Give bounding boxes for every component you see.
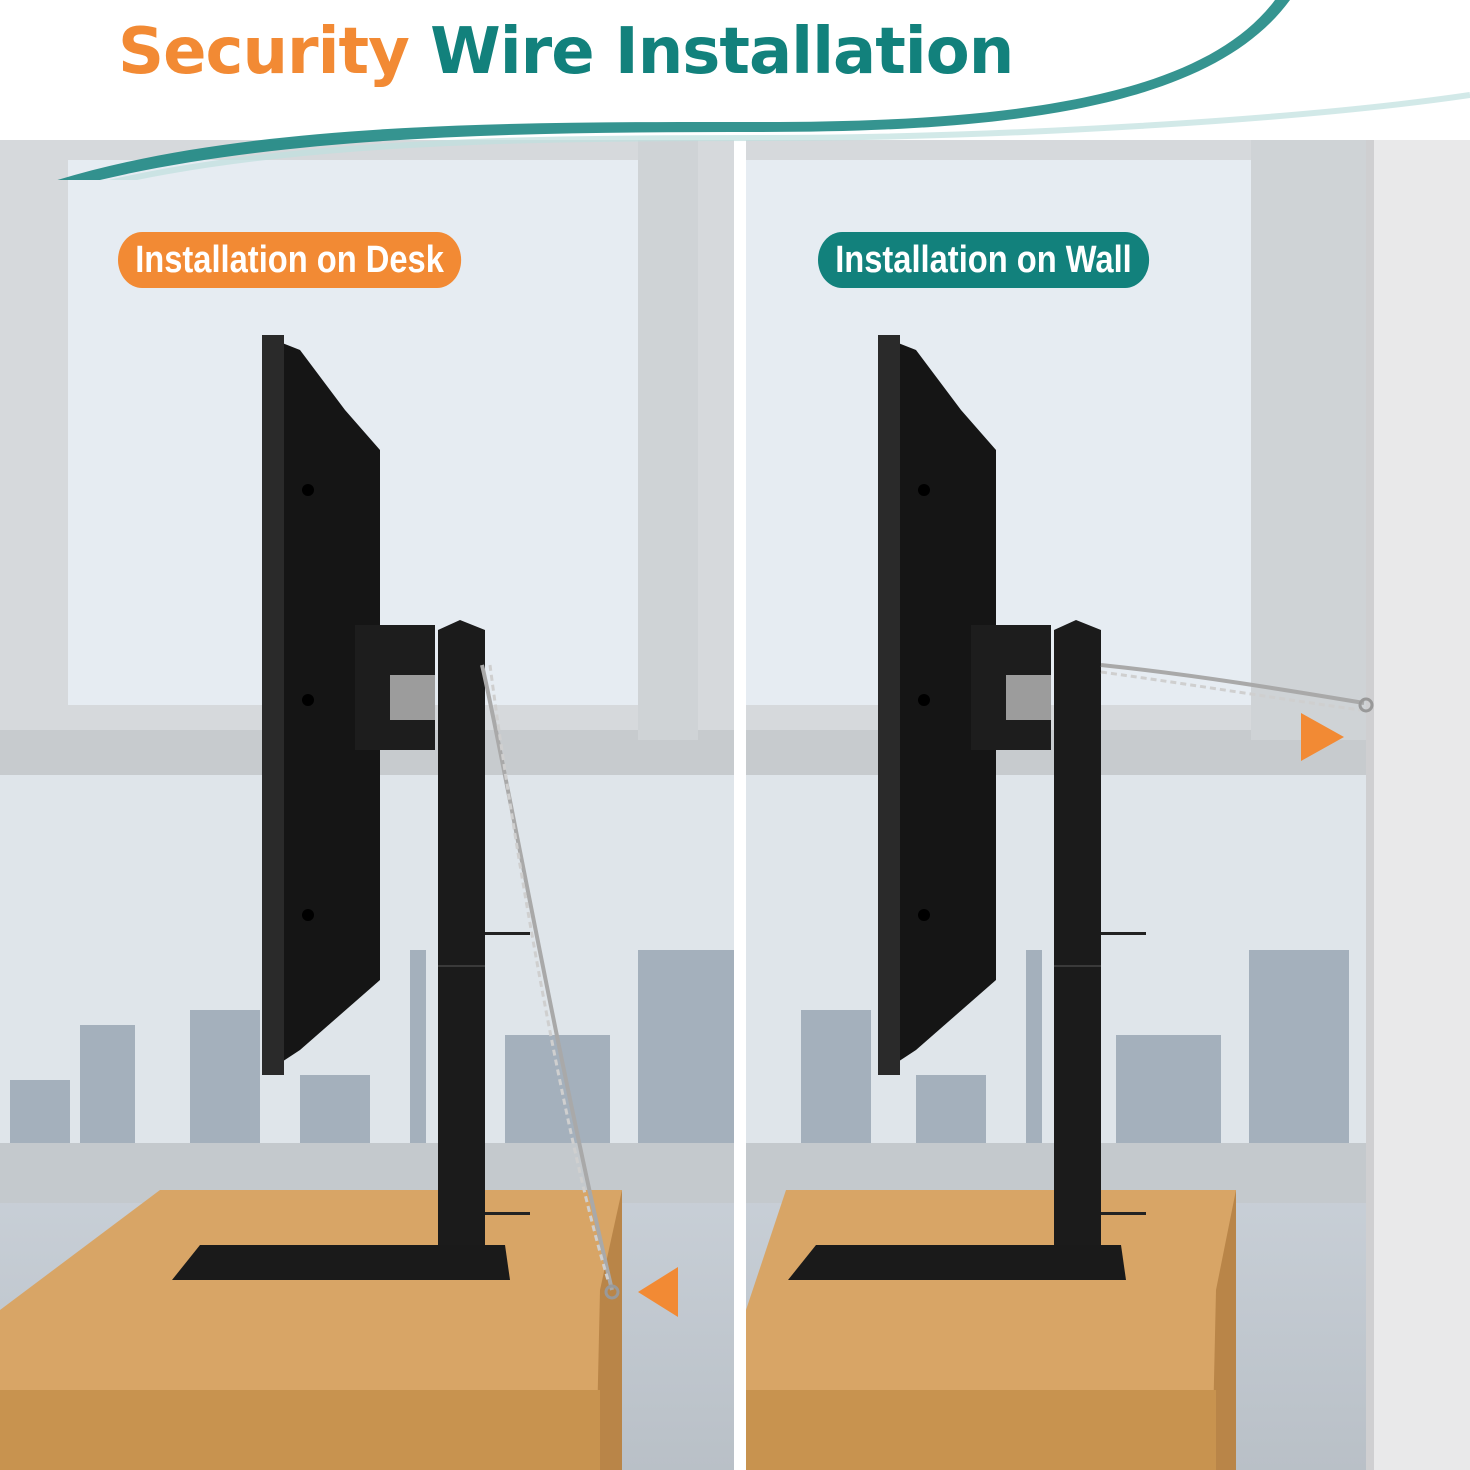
desk-anchor-arrow-icon [638,1267,678,1317]
label-installation-on-wall: Installation on Wall [818,232,1149,288]
desk-scene-illustration [0,140,734,1470]
header: Security Wire Installation [0,0,1470,140]
label-installation-on-desk: Installation on Desk [118,232,462,288]
title-word-wire-installation: Wire Installation [430,15,1014,89]
wall-scene-illustration [746,140,1470,1470]
panel-desk: Installation on Desk [0,120,734,1470]
panel-divider [734,120,746,1470]
panel-wall: Installation on Wall [746,120,1470,1470]
page-title: Security Wire Installation [118,12,1014,92]
wall-anchor-arrow-icon [1301,713,1344,761]
title-word-security: Security [118,15,410,89]
header-swoosh-decoration [57,0,1470,180]
